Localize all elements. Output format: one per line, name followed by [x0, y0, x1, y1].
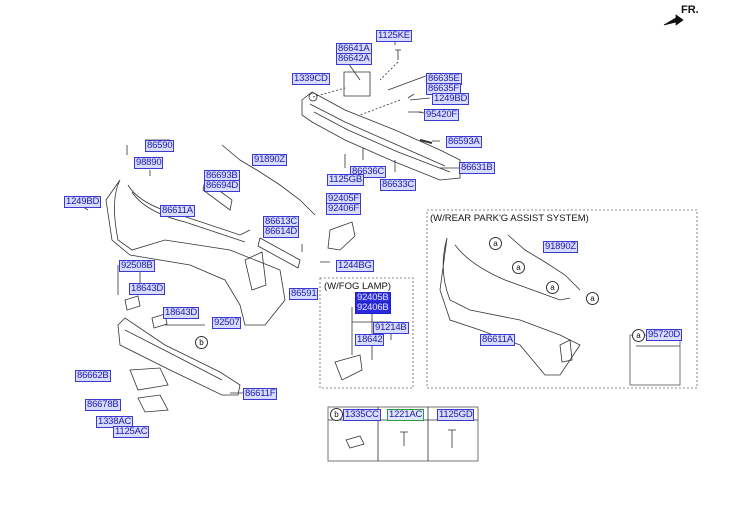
part-label-95720D[interactable]: 95720D [646, 329, 683, 341]
part-label-1335CC[interactable]: 1335CC [343, 409, 381, 421]
callout-b-table: b [330, 408, 343, 421]
part-label-1221AC[interactable]: 1221AC [387, 409, 425, 421]
callout-a-2: a [512, 261, 525, 274]
wiring-harness-part [221, 144, 316, 216]
callout-a-table: a [632, 329, 645, 342]
part-label-1244BG[interactable]: 1244BG [336, 260, 374, 272]
part-label-1125GD[interactable]: 1125GD [437, 409, 475, 421]
front-direction-label: FR. [681, 4, 699, 16]
part-label-86611F[interactable]: 86611F [243, 388, 278, 400]
park-assist-box-title: (W/REAR PARK'G ASSIST SYSTEM) [430, 213, 589, 224]
part-label-92406B[interactable]: 92406B [355, 302, 391, 314]
part-label-86642A[interactable]: 86642A [336, 53, 372, 65]
part-label-18643D-b[interactable]: 18643D [163, 307, 200, 319]
part-label-86694D[interactable]: 86694D [204, 180, 241, 192]
callout-a-3: a [546, 281, 559, 294]
part-label-95420F[interactable]: 95420F [424, 109, 460, 121]
fog-lamp-box-title: (W/FOG LAMP) [324, 281, 392, 292]
callout-a-4: a [586, 292, 599, 305]
rear-beam-part [301, 91, 461, 181]
part-label-18643D-a[interactable]: 18643D [129, 283, 166, 295]
front-arrow-icon [663, 14, 684, 26]
part-label-1125GB[interactable]: 1125GB [327, 174, 364, 186]
part-label-1125AC[interactable]: 1125AC [113, 426, 150, 438]
part-label-91890Z-park[interactable]: 91890Z [543, 241, 579, 253]
part-label-92406F[interactable]: 92406F [326, 203, 362, 215]
part-label-86662B[interactable]: 86662B [75, 370, 111, 382]
lower-diffuser-part [117, 317, 241, 396]
part-label-86678B[interactable]: 86678B [85, 399, 121, 411]
part-label-86590[interactable]: 86590 [145, 140, 175, 152]
part-label-1249BD-top[interactable]: 1249BD [432, 93, 470, 105]
part-label-86611A-park[interactable]: 86611A [480, 334, 515, 346]
part-label-1339CD[interactable]: 1339CD [292, 73, 330, 85]
part-label-86631B[interactable]: 86631B [459, 162, 495, 174]
fog-lamp-box-outline [319, 277, 414, 389]
part-label-86591[interactable]: 86591 [289, 288, 319, 300]
part-label-1125KE[interactable]: 1125KE [376, 30, 412, 42]
part-label-86633C[interactable]: 86633C [380, 179, 417, 191]
part-label-18642[interactable]: 18642 [355, 334, 385, 346]
part-label-86593A[interactable]: 86593A [446, 136, 482, 148]
part-label-91214B[interactable]: 91214B [373, 322, 409, 334]
part-label-86614D[interactable]: 86614D [263, 226, 300, 238]
callout-b: b [195, 336, 208, 349]
part-label-92508B[interactable]: 92508B [119, 260, 155, 272]
rear-bumper-cover-part [105, 179, 286, 326]
callout-a-1: a [489, 237, 502, 250]
fastener-table-outline [327, 406, 479, 462]
part-label-1249BD-left[interactable]: 1249BD [64, 196, 102, 208]
part-label-86611A[interactable]: 86611A [160, 205, 195, 217]
part-label-91890Z[interactable]: 91890Z [252, 154, 288, 166]
part-label-98890[interactable]: 98890 [134, 157, 164, 169]
part-label-92507[interactable]: 92507 [212, 317, 242, 329]
